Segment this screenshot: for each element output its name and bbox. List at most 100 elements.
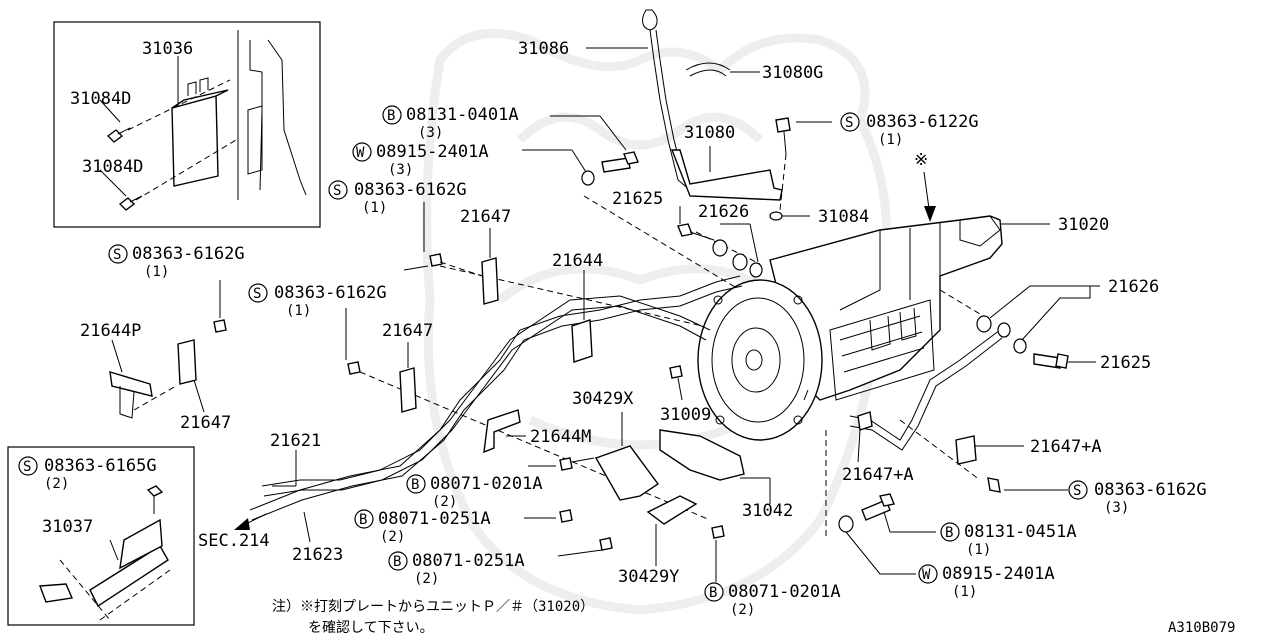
bolt-21625-b [1033,353,1096,369]
label-08363-6165g: 08363-6165G [44,456,157,476]
label-21647-b: 21647 [180,413,231,433]
diagram-code: A310B079 [1168,620,1235,636]
circle-prefix [704,582,724,602]
label-08071-0251a-b: 08071-0251A [412,551,525,571]
washer-08915-2401a [522,149,595,186]
label-sec-214[interactable]: SEC.214 [198,531,270,551]
label-31080: 31080 [684,123,735,143]
guide-line-2 [439,265,721,331]
washer-21626-a [712,223,763,278]
prefix-s: S [1073,483,1081,499]
label-21644: 21644 [552,251,603,271]
transmission-31020 [697,215,1050,441]
prefix-w: W [922,567,931,583]
filler-tube-31080 [670,146,783,201]
washer-08915-2401a-b [838,515,916,575]
qty-08915-2401a-b: (1) [952,584,977,600]
shield-30429y [646,495,698,566]
qty-08363-6162g-d: (3) [1104,500,1129,516]
control-module-31036 [99,30,307,211]
circle-prefix [18,456,38,476]
prefix-b: B [411,477,419,493]
label-21647a-a: 21647+A [1030,437,1102,457]
label-21626-a: 21626 [698,202,749,222]
inset-box-bracket [7,446,195,626]
prefix-s: S [23,459,31,475]
prefix-b: B [387,108,395,124]
qty-08363-6162g-b: (1) [144,264,169,280]
circle-prefix [1068,480,1088,500]
prefix-b: B [709,585,717,601]
label-08131-0401a: 08131-0401A [406,105,519,125]
bracket-31037 [39,485,171,621]
label-08363-6162g-b: 08363-6162G [132,244,245,264]
qty-08363-6122g: (1) [878,132,903,148]
bolt-s-a [429,253,443,267]
label-21625-a: 21625 [612,189,663,209]
circle-prefix [352,142,372,162]
prefix-w: W [356,145,365,161]
bolt-08131-0401a [550,115,639,173]
label-30429x: 30429X [572,389,634,409]
circle-prefix [108,244,128,264]
label-08363-6162g-c: 08363-6162G [274,283,387,303]
leader-s-a [403,265,429,271]
guide-line-1 [583,195,741,291]
note-line-2: を確認して下さい。 [308,620,434,636]
label-21623: 21623 [292,545,343,565]
label-08363-6122g: 08363-6122G [866,112,979,132]
guide-line-8 [439,261,483,277]
leader-misc [803,389,809,401]
circle-prefix [382,105,402,125]
qty-08071-0251a-a: (2) [380,529,405,545]
label-08363-6162g-d: 08363-6162G [1094,480,1207,500]
bracket-21647a [857,411,1024,465]
circle-prefix [840,112,860,132]
asterisk-arrow [923,171,936,222]
qty-08071-0201a-a: (2) [432,494,457,510]
washer-21626-b [976,285,1100,354]
guide-line-3 [359,371,711,521]
label-31036: 31036 [142,39,193,59]
prefix-b: B [393,554,401,570]
label-08363-6162g-a: 08363-6162G [354,180,467,200]
shield-31042 [659,429,771,504]
bracket-21644m [483,409,526,454]
bolt-08363-6162g-d [987,477,1068,493]
qty-08071-0201a-b: (2) [730,602,755,618]
qty-08363-6165g: (2) [44,476,69,492]
label-21625-b: 21625 [1100,353,1151,373]
shield-30429x [594,412,659,501]
bolts-08071 [524,457,725,582]
label-31042: 31042 [742,501,793,521]
label-30429y: 30429Y [618,567,679,587]
prefix-s: S [333,183,341,199]
label-31020: 31020 [1058,215,1109,235]
label-31084d-a: 31084D [70,89,131,109]
prefix-s: S [253,286,261,302]
bracket-21647-a [481,228,499,305]
circle-prefix [248,283,268,303]
label-08131-0451a: 08131-0451A [964,522,1077,542]
label-21647-c: 21647 [382,321,433,341]
bolt-s-b [213,319,227,333]
circle-prefix [918,564,938,584]
prefix-s: S [113,247,121,263]
bracket-21644p [109,339,177,419]
bracket-21644 [571,270,593,363]
prefix-b: B [359,512,367,528]
label-21626-b: 21626 [1108,277,1159,297]
seal-31084 [769,211,810,221]
label-08071-0201a-a: 08071-0201A [430,474,543,494]
label-21647a-b: 21647+A [842,465,914,485]
qty-08131-0401a: (3) [418,125,443,141]
inset-box-module [53,21,321,228]
bolt-08363-6122g [775,117,832,211]
qty-08363-6162g-a: (1) [362,200,387,216]
qty-08071-0251a-b: (2) [414,571,439,587]
bolt-08131-0451a [861,493,936,533]
label-21647-a: 21647 [460,207,511,227]
label-21644m: 21644M [530,427,591,447]
